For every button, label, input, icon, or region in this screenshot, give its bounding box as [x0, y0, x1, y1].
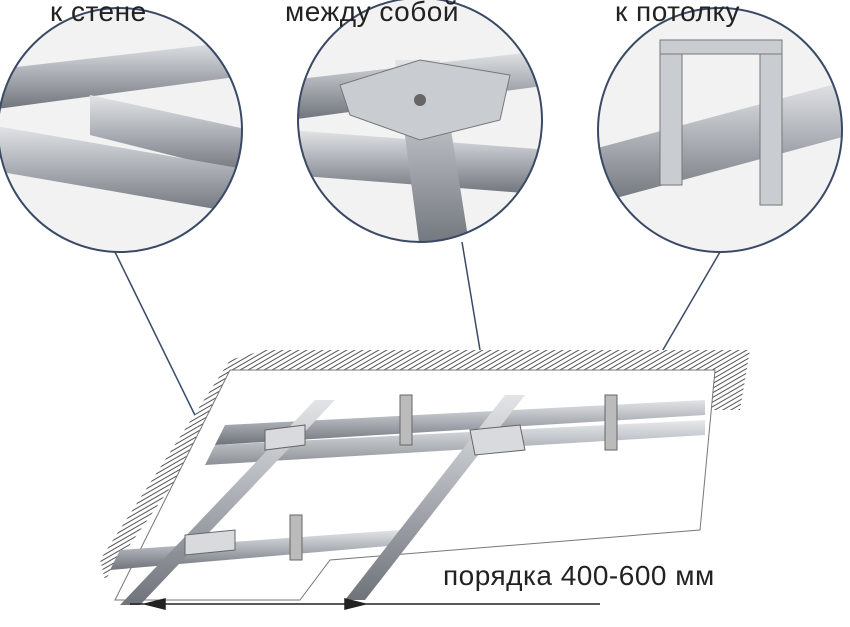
detail-circle-ceiling	[597, 7, 843, 253]
label-ceiling: к потолку	[615, 0, 741, 27]
label-between: между собой	[285, 0, 459, 27]
detail-circle-wall	[0, 7, 243, 253]
detail-circle-between	[297, 0, 543, 243]
label-spacing: порядка 400-600 мм	[443, 560, 715, 591]
ceiling-frame-plan	[100, 350, 750, 605]
spacing-dimension	[130, 598, 600, 610]
label-wall: к стене	[50, 0, 147, 27]
